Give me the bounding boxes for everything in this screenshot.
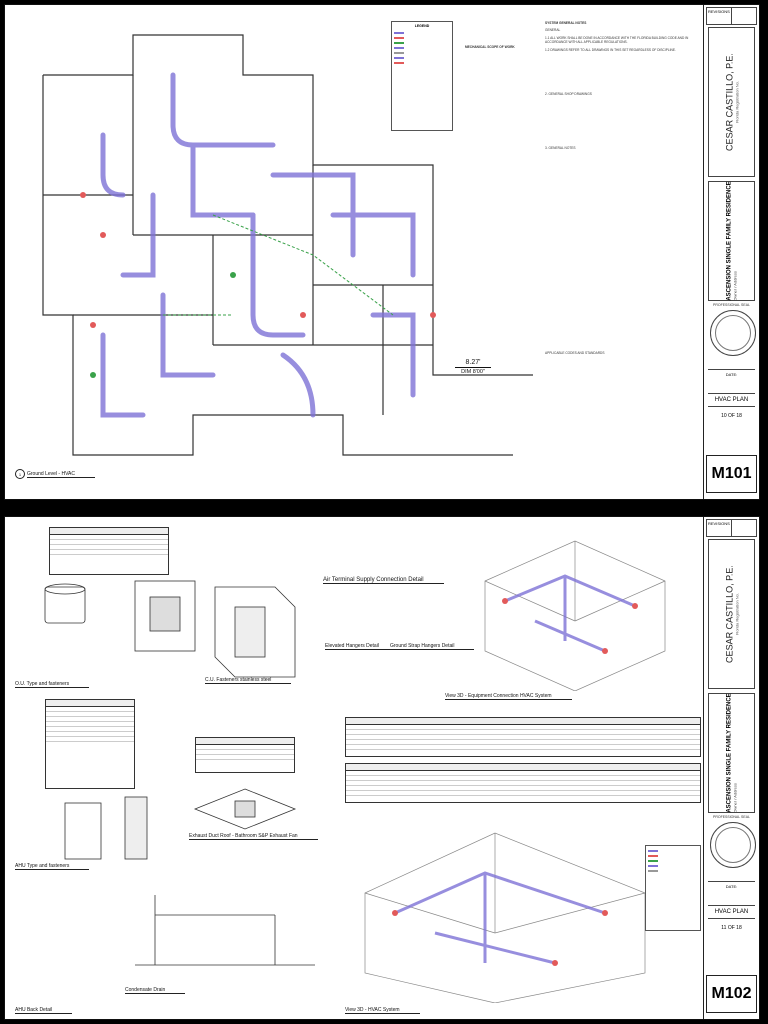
project-name: ASCENSION SINGLE FAMILY RESIDENCE	[726, 693, 732, 813]
project-sub: Owner / Address	[732, 783, 737, 813]
view-caption: Elevated Hangers Detail	[325, 643, 399, 650]
condensate-drain-drawing	[135, 895, 315, 966]
equipment-schedule	[49, 527, 169, 575]
legend: LEGEND	[391, 21, 453, 131]
view-title: Ground Strap Hangers Detail	[390, 643, 475, 650]
view-title: C.U. Fasteners stainless steel	[205, 677, 292, 684]
general-note: 1.2 DRAWINGS REFER TO ALL DRAWINGS IN TH…	[545, 47, 676, 52]
sheet-of: 11 OF 18	[721, 925, 742, 931]
designer-sub: Florida Registration No.	[734, 80, 739, 124]
exhaust-duct-drawing	[193, 788, 297, 830]
view-caption: 1 Ground Level - HVAC	[15, 469, 95, 479]
sheet-name: HVAC PLAN	[708, 905, 755, 919]
view-title: Exhaust Duct Roof - Bathroom S&P Exhaust…	[189, 833, 318, 840]
project-name: ASCENSION SINGLE FAMILY RESIDENCE	[726, 181, 732, 301]
isometric-hvac-view	[364, 832, 646, 1003]
designer-name: CESAR CASTILLO, P.E.	[724, 565, 734, 663]
view-title: View 3D - HVAC System	[345, 1007, 420, 1014]
designer-sub: Florida Registration No.	[734, 592, 739, 636]
general-notes: SYSTEM GENERAL NOTES GENERAL 1.1 ALL WOR…	[545, 21, 695, 358]
floor-plan-drawing	[42, 34, 533, 456]
loads-schedule-1	[345, 717, 701, 757]
project-sub: Owner / Address	[732, 271, 737, 301]
mechanical-scope: MECHANICAL SCOPE OF WORK	[465, 45, 535, 52]
view-caption: Condensate Drain	[125, 987, 186, 994]
view-title: Elevated Hangers Detail	[325, 643, 399, 650]
general-note: 1.1 ALL WORK SHALL BE DONE IN ACCORDANCE…	[545, 35, 689, 45]
sheet-m102: O.U. Type and fasteners C.U. Fasteners s…	[4, 516, 760, 1020]
view-caption: View 3D - Equipment Connection HVAC Syst…	[445, 693, 572, 700]
seal-caption: PROFESSIONAL SEAL	[712, 815, 751, 819]
view-caption: Air Terminal Supply Connection Detail	[323, 577, 444, 584]
title-block: REVISIONS CESAR CASTILLO, P.E.Florida Re…	[703, 517, 759, 1019]
date-label: DATE:	[708, 881, 755, 889]
exhaust-fan-schedule	[195, 737, 295, 773]
general-notes-title: SYSTEM GENERAL NOTES	[545, 21, 587, 25]
general-note: 3. GENERAL NOTES	[545, 146, 576, 151]
revisions-label: REVISIONS	[707, 520, 732, 536]
view-title: Air Terminal Supply Connection Detail	[323, 577, 444, 584]
legend-2	[645, 845, 701, 931]
condenser-details-drawing	[44, 580, 296, 678]
ahu-detail-drawing	[64, 796, 148, 860]
sheet-number: M102	[706, 975, 757, 1013]
view-number: 1	[15, 469, 25, 479]
designer-name: CESAR CASTILLO, P.E.	[724, 53, 734, 151]
view-caption: View 3D - HVAC System	[345, 1007, 420, 1014]
loads-schedule-2	[345, 763, 701, 803]
sheet-number: M101	[706, 455, 757, 493]
revisions-label: REVISIONS	[707, 8, 732, 24]
dimension-sub: DIM 8'00"	[455, 367, 491, 376]
view-title: AHU Type and fasteners	[15, 863, 90, 870]
sheet-name: HVAC PLAN	[708, 393, 755, 407]
sheet-m101: LEGEND MECHANICAL SCOPE OF WORK SYSTEM G…	[4, 4, 760, 500]
dimension-label: 8.27' DIM 8'00"	[455, 359, 491, 376]
legend-title: LEGEND	[414, 24, 430, 28]
title-block: REVISIONS CESAR CASTILLO, P.E.Florida Re…	[703, 5, 759, 499]
view-caption: AHU Type and fasteners	[15, 863, 90, 870]
view-caption: Ground Strap Hangers Detail	[390, 643, 475, 650]
view-caption: Exhaust Duct Roof - Bathroom S&P Exhaust…	[189, 833, 318, 840]
view-title: AHU Back Detail	[15, 1007, 73, 1014]
general-note: APPLICABLE CODES AND STANDARDS	[545, 350, 605, 355]
revisions-table: REVISIONS	[706, 519, 757, 537]
designer-box: CESAR CASTILLO, P.E.Florida Registration…	[708, 539, 755, 689]
professional-seal	[710, 310, 756, 356]
seal-caption: PROFESSIONAL SEAL	[712, 303, 751, 307]
scope-title: MECHANICAL SCOPE OF WORK	[465, 45, 515, 49]
ahu-schedule	[45, 699, 135, 789]
view-title: View 3D - Equipment Connection HVAC Syst…	[445, 693, 572, 700]
view-title: O.U. Type and fasteners	[15, 681, 90, 688]
professional-seal	[710, 822, 756, 868]
view-title: Condensate Drain	[125, 987, 186, 994]
isometric-equipment-view	[484, 540, 666, 691]
view-caption: O.U. Type and fasteners	[15, 681, 90, 688]
view-caption: AHU Back Detail	[15, 1007, 73, 1014]
general-note: GENERAL	[545, 28, 561, 33]
date-label: DATE:	[708, 369, 755, 377]
sheet-of: 10 OF 18	[721, 413, 742, 419]
view-title: Ground Level - HVAC	[27, 471, 95, 478]
designer-box: CESAR CASTILLO, P.E.Florida Registration…	[708, 27, 755, 177]
view-caption: C.U. Fasteners stainless steel	[205, 677, 292, 684]
dimension-value: 8.27'	[465, 359, 481, 366]
revisions-table: REVISIONS	[706, 7, 757, 25]
general-note: 2. GENERAL SHOP DRAWINGS	[545, 92, 592, 97]
